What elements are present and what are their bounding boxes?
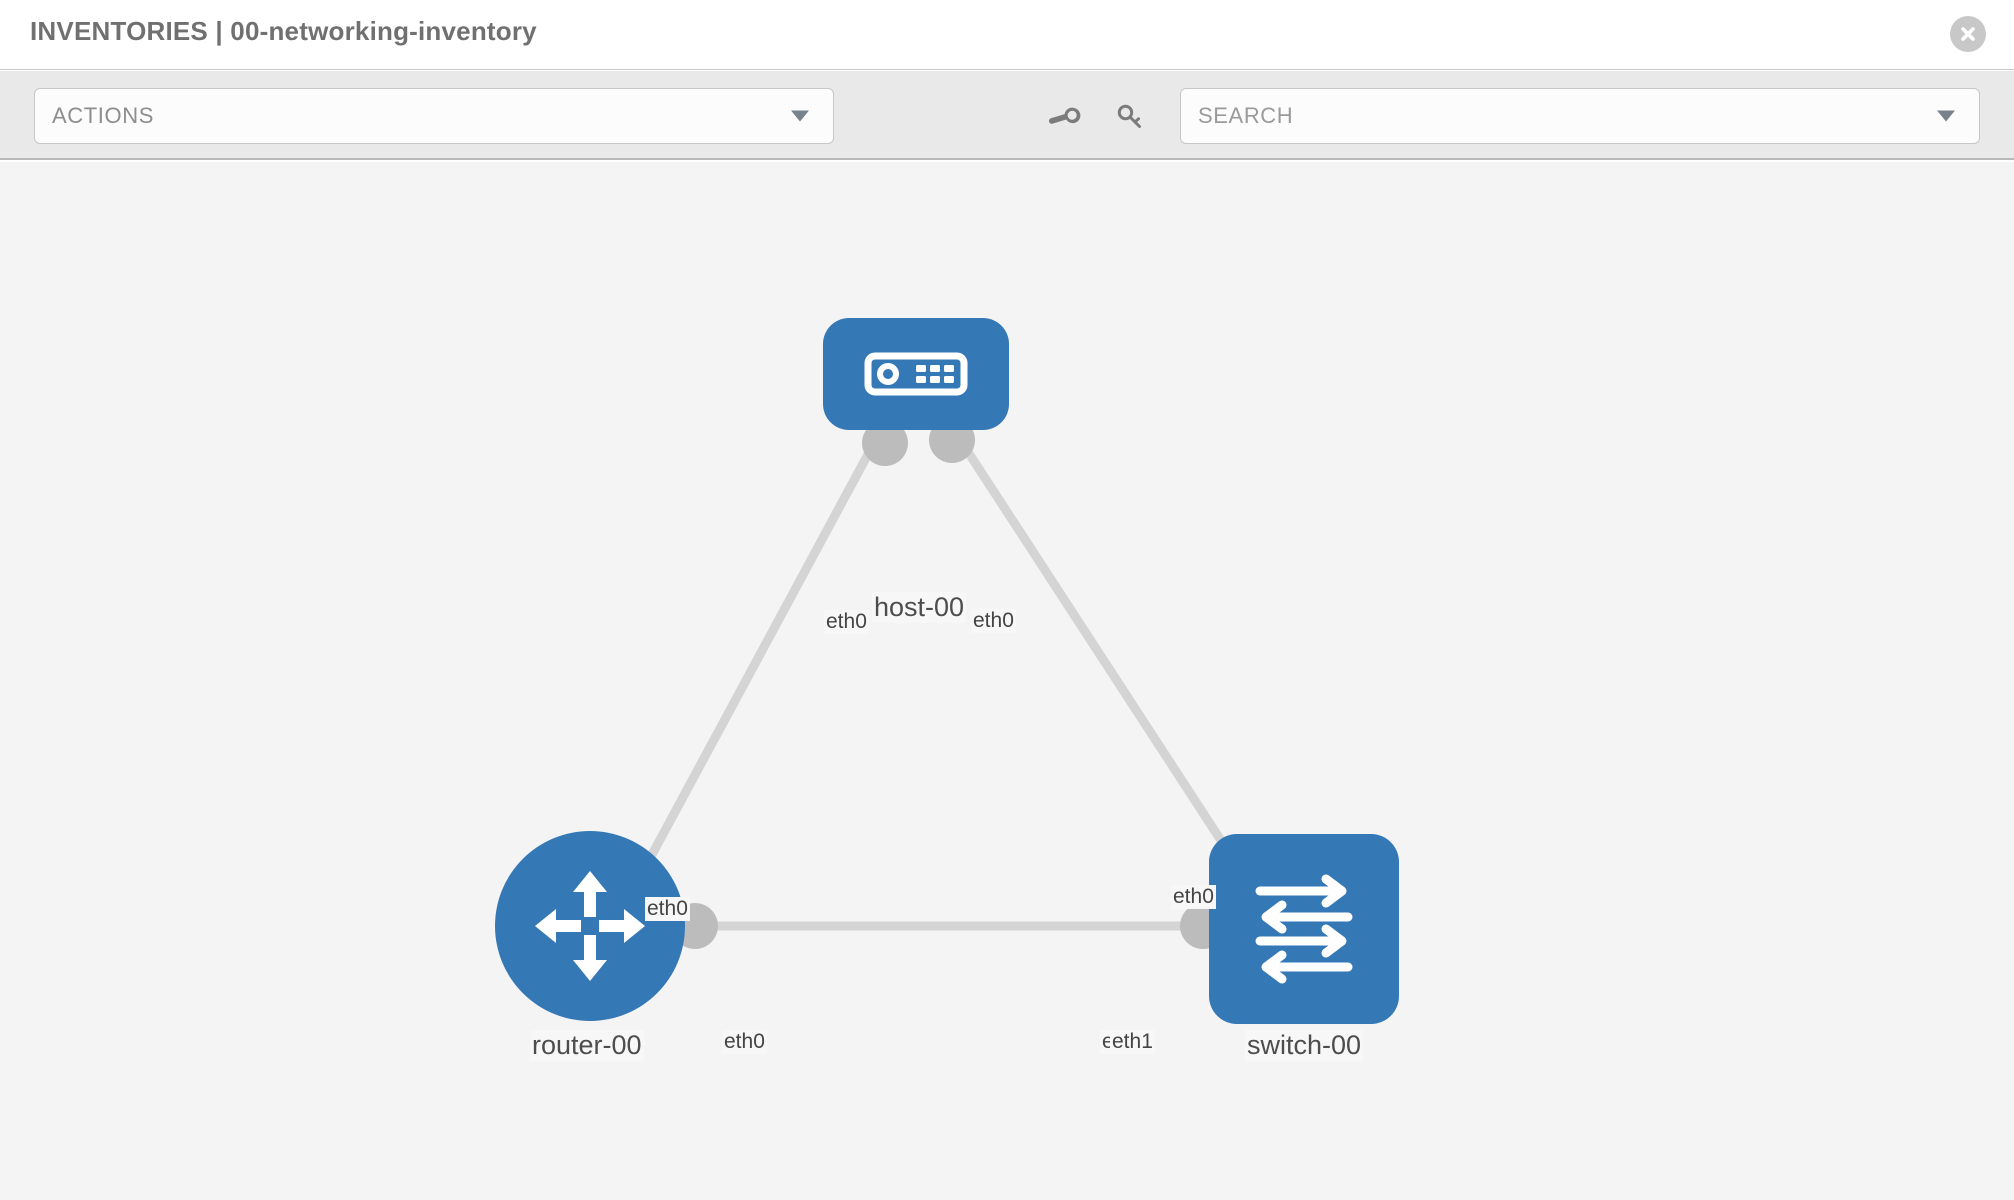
node-switch-00[interactable] — [1209, 834, 1399, 1024]
node-host-00[interactable] — [823, 318, 1009, 430]
actions-dropdown[interactable]: ACTIONS — [34, 88, 834, 144]
search-input[interactable]: SEARCH — [1180, 88, 1980, 144]
link-host-router — [644, 429, 884, 865]
page-title: INVENTORIES | 00-networking-inventory — [30, 16, 537, 46]
router-arrows-icon — [535, 871, 645, 981]
switch-arrows-icon — [1255, 874, 1353, 984]
chevron-down-icon — [1937, 110, 1955, 122]
port-handle-host-left — [862, 420, 908, 466]
close-icon[interactable] — [1950, 16, 1986, 52]
key-icon[interactable] — [1110, 97, 1150, 137]
topology-port-handles — [672, 417, 1257, 949]
topology-links — [644, 429, 1239, 931]
actions-dropdown-label: ACTIONS — [52, 103, 154, 128]
topology-graph — [644, 417, 1257, 949]
wrench-icon[interactable] — [1045, 97, 1085, 137]
server-appliance-icon — [864, 352, 968, 396]
node-router-00[interactable] — [495, 831, 685, 1021]
link-host-switch — [951, 429, 1239, 865]
toolbar: ACTIONS SEARCH — [0, 71, 2014, 160]
page-header: INVENTORIES | 00-networking-inventory — [0, 0, 2014, 70]
chevron-down-icon — [791, 110, 809, 122]
topology-canvas[interactable]: host-00 router-00 switch-00 eth0 eth0 et… — [0, 162, 2014, 1200]
search-placeholder: SEARCH — [1198, 103, 1294, 128]
